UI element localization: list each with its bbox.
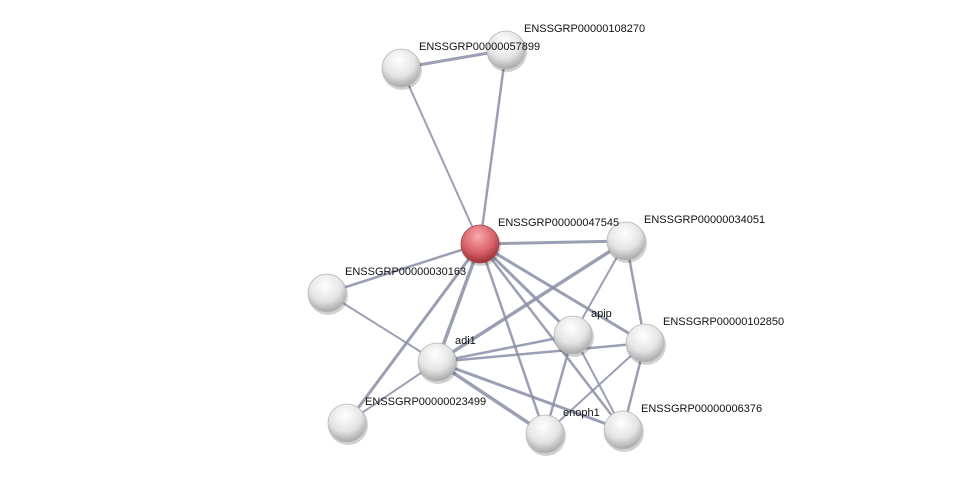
edge-adi1-apip[interactable]	[436, 333, 574, 364]
node-enssgrp00000102850[interactable]	[625, 323, 666, 365]
edge-030163-adi1[interactable]	[326, 292, 438, 363]
node-label: ENSSGRP00000034051	[644, 214, 765, 226]
edge-adi1-enoph1[interactable]	[436, 360, 546, 436]
node-enssgrp00000030163[interactable]	[307, 273, 348, 315]
edge-047545-enoph1[interactable]	[478, 243, 547, 435]
node-label: apip	[591, 308, 612, 320]
node-label: ENSSGRP00000030163	[345, 266, 466, 278]
edge-047545-108270[interactable]	[478, 49, 508, 245]
node-label: ENSSGRP00000057899	[419, 41, 540, 53]
edges	[326, 48, 647, 436]
edge-047545-006376[interactable]	[479, 243, 624, 431]
edge-047545-057899[interactable]	[400, 67, 481, 245]
edge-adi1-034051[interactable]	[436, 239, 627, 364]
node-sphere[interactable]	[381, 48, 421, 88]
edge-102850-enoph1[interactable]	[544, 342, 646, 435]
node-label: enoph1	[563, 407, 600, 419]
node-enssgrp00000047545[interactable]	[460, 224, 501, 266]
node-label: ENSSGRP00000047545	[498, 217, 619, 229]
edge-047545-102850[interactable]	[479, 242, 646, 345]
node-label: ENSSGRP00000102850	[663, 316, 784, 328]
node-sphere[interactable]	[460, 224, 500, 264]
node-enssgrp00000057899[interactable]	[381, 48, 422, 90]
edge-047545-apip[interactable]	[478, 242, 575, 337]
edge-047545-adi1[interactable]	[435, 243, 482, 363]
node-label: adi1	[455, 335, 476, 347]
node-sphere[interactable]	[486, 30, 526, 70]
edge-047545-023499[interactable]	[345, 243, 482, 424]
node-sphere[interactable]	[603, 410, 643, 450]
node-labels: ENSSGRP00000047545ENSSGRP00000057899ENSS…	[345, 23, 784, 419]
node-enssgrp00000108270[interactable]	[486, 30, 527, 72]
node-sphere[interactable]	[417, 342, 457, 382]
node-apip[interactable]	[553, 315, 594, 357]
node-enssgrp00000034051[interactable]	[606, 221, 647, 263]
edge-adi1-006376[interactable]	[436, 360, 624, 432]
node-sphere[interactable]	[307, 273, 347, 313]
node-sphere[interactable]	[553, 315, 593, 355]
node-enssgrp00000006376[interactable]	[603, 410, 644, 452]
node-label: ENSSGRP00000006376	[641, 403, 762, 415]
edge-adi1-102850[interactable]	[436, 341, 646, 364]
node-sphere[interactable]	[327, 403, 367, 443]
edge-047545-034051[interactable]	[479, 239, 627, 246]
edge-047545-030163[interactable]	[326, 242, 481, 295]
node-label: ENSSGRP00000108270	[524, 23, 645, 35]
node-sphere[interactable]	[625, 323, 665, 363]
nodes	[307, 30, 666, 456]
node-label: ENSSGRP00000023499	[365, 396, 486, 408]
node-enssgrp00000023499[interactable]	[327, 403, 368, 445]
node-enoph1[interactable]	[525, 414, 566, 456]
node-sphere[interactable]	[525, 414, 565, 454]
node-adi1[interactable]	[417, 342, 458, 384]
node-sphere[interactable]	[606, 221, 646, 261]
